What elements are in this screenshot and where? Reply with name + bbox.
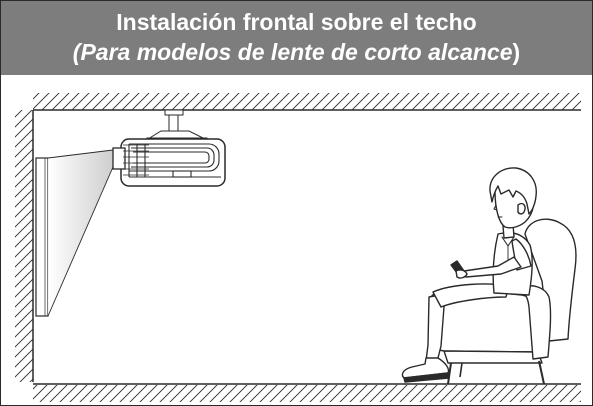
ceiling (33, 93, 581, 111)
diagram-title: Instalación frontal sobre el techo (116, 9, 477, 35)
person (401, 167, 537, 383)
light-beam (47, 149, 114, 317)
room-illustration (15, 93, 581, 402)
subtitle-text: Para modelos de lente de corto alcance (80, 39, 513, 65)
ceiling-mount (146, 109, 208, 144)
armchair (429, 218, 577, 385)
subtitle-close-paren: ) (512, 39, 521, 65)
left-wall (15, 110, 34, 382)
subtitle-open-paren: ( (72, 39, 81, 65)
diagram-subtitle: (Para modelos de lente de corto alcance) (1, 38, 592, 66)
projection-screen (35, 157, 49, 317)
floor (33, 383, 581, 402)
projector (112, 138, 226, 187)
diagram-header: Instalación frontal sobre el techo (Para… (1, 1, 592, 75)
